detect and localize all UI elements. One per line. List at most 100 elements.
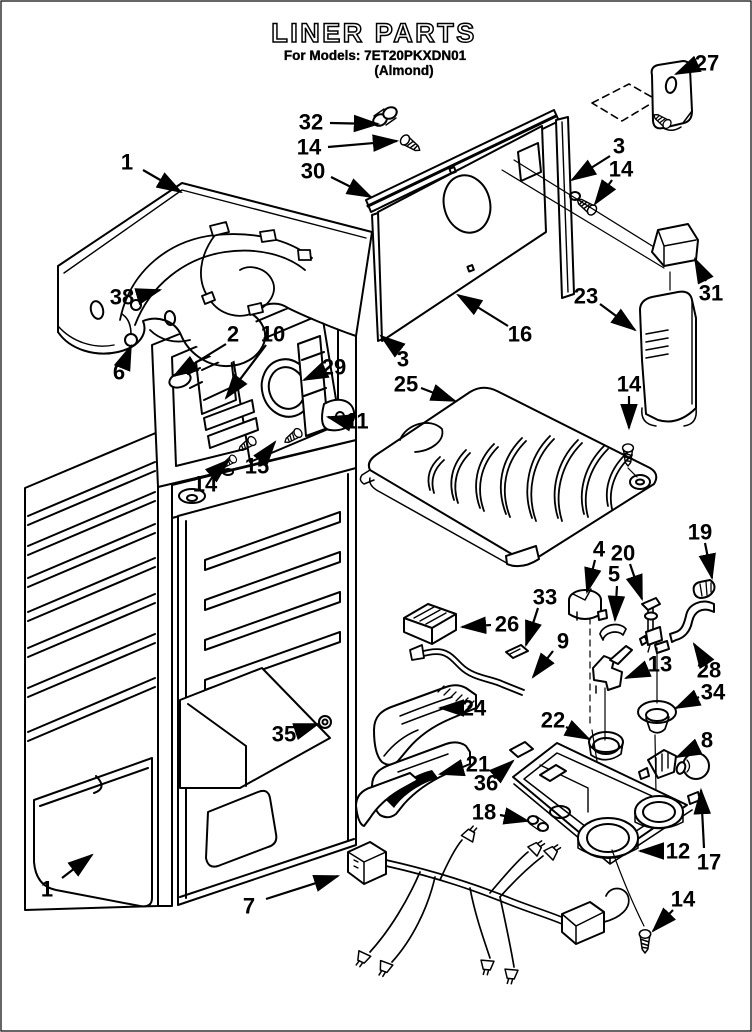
callout-leader-arrow [302,361,330,381]
callout-leader-arrow [330,176,373,198]
callout-leader-arrow [379,334,406,358]
callout-label-6: 6 [113,360,125,385]
callout-label-11: 11 [345,409,368,434]
thermostat-4 [568,588,608,621]
motor-brackets [203,399,259,449]
callout-label-2: 2 [227,322,239,347]
callout-leader-arrow [674,689,702,709]
callout-leader-arrow [693,787,712,849]
sleeve-18 [527,815,549,832]
tower-grille [645,329,669,359]
callout-leader-arrow [456,293,509,327]
callout-label-22: 22 [541,708,565,733]
callout-label-10: 10 [261,322,285,347]
screw-boss [629,474,651,490]
finish-subtitle: (Almond) [374,63,433,78]
callout-leader-arrow [459,616,492,635]
callout-label-5: 5 [608,562,620,587]
clip-5 [599,623,627,641]
callout-leader-arrow [675,738,703,758]
callout-label-34: 34 [701,680,726,705]
callout-label-26: 26 [495,612,519,637]
harness-connector [561,901,605,945]
callout-label-25: 25 [394,372,418,397]
callout-leader-arrow [584,559,602,595]
callout-leader-arrow [692,642,715,670]
assembly-axes [591,647,658,794]
partition-25 [359,386,658,568]
harness-plug [347,841,387,885]
callout-leader-arrow [134,288,163,306]
model-subtitle: For Models: 7ET20PKXDN01 [284,48,467,63]
callout-label-19: 19 [688,520,712,545]
callout-leader-arrow [531,650,555,679]
callout-label-1: 1 [121,150,133,175]
bracket-13 [592,645,633,694]
callout-label-29: 29 [322,355,346,380]
partition-notch [399,422,444,453]
callout-label-13: 13 [648,652,672,677]
foam-pan-lower [355,772,419,827]
callout-label-27: 27 [695,51,719,76]
callout-label-21: 21 [466,752,490,777]
callout-leader-arrow [325,414,354,432]
callout-leader-arrow [488,759,515,784]
shield-strap-28 [654,600,715,654]
callout-label-18: 18 [472,800,496,825]
callout-label-15: 15 [245,454,269,479]
floor-well [205,789,278,868]
vent-slots [427,435,629,519]
shelf-ledges [204,511,341,691]
callout-label-9: 9 [557,629,569,654]
callout-leader-arrow [599,303,637,332]
funnel-34 [637,700,677,734]
callout-leader-arrow [61,853,94,879]
liner-cabinet [24,431,357,911]
callout-label-30: 30 [301,159,325,184]
callout-leader-arrow [437,759,466,777]
callout-leader-arrow [694,257,714,285]
slab-hole [89,300,105,320]
air-tower-23 [639,290,697,423]
callout-label-14: 14 [609,157,634,182]
callout-label-14: 14 [617,372,642,397]
callout-label-14: 14 [193,472,218,497]
callout-label-38: 38 [110,285,134,310]
wiring-harness-7 [347,822,652,986]
alignment-lines [501,159,671,269]
callout-label-32: 32 [299,110,323,135]
collar-22 [588,731,624,761]
callout-label-33: 33 [533,585,557,610]
callout-leader-arrow [623,660,652,680]
wire-strap-9 [409,644,525,696]
callout-label-12: 12 [666,839,690,864]
callout-label-14: 14 [671,887,696,912]
callout-leader-arrow [625,563,644,602]
partition-tab [505,545,540,568]
callout-leader-arrow [142,169,183,194]
callout-label-1: 1 [41,877,53,902]
callout-leader-arrow [253,440,277,467]
callout-label-14: 14 [297,135,322,160]
grommet-19 [692,579,716,599]
page-title: LINER PARTS [271,18,477,48]
wall-nut [318,715,332,729]
callout-leader-arrow [563,720,591,741]
callout-label-35: 35 [272,722,296,747]
rear-panel-group [365,60,693,342]
callout-leader-arrow [204,458,231,483]
callout-leader-arrow [172,343,227,378]
callout-label-3: 3 [397,347,409,372]
air-duct-cover [179,667,331,789]
callout-label-20: 20 [611,541,635,566]
artwork [24,60,716,986]
callout-leader-arrow [698,542,716,581]
lamp-socket-8 [638,749,677,780]
light-bulb-17 [675,752,710,780]
callout-leader-arrow [651,907,677,933]
callout-leader-arrow [113,343,133,372]
callout-leader-arrow [593,179,617,206]
